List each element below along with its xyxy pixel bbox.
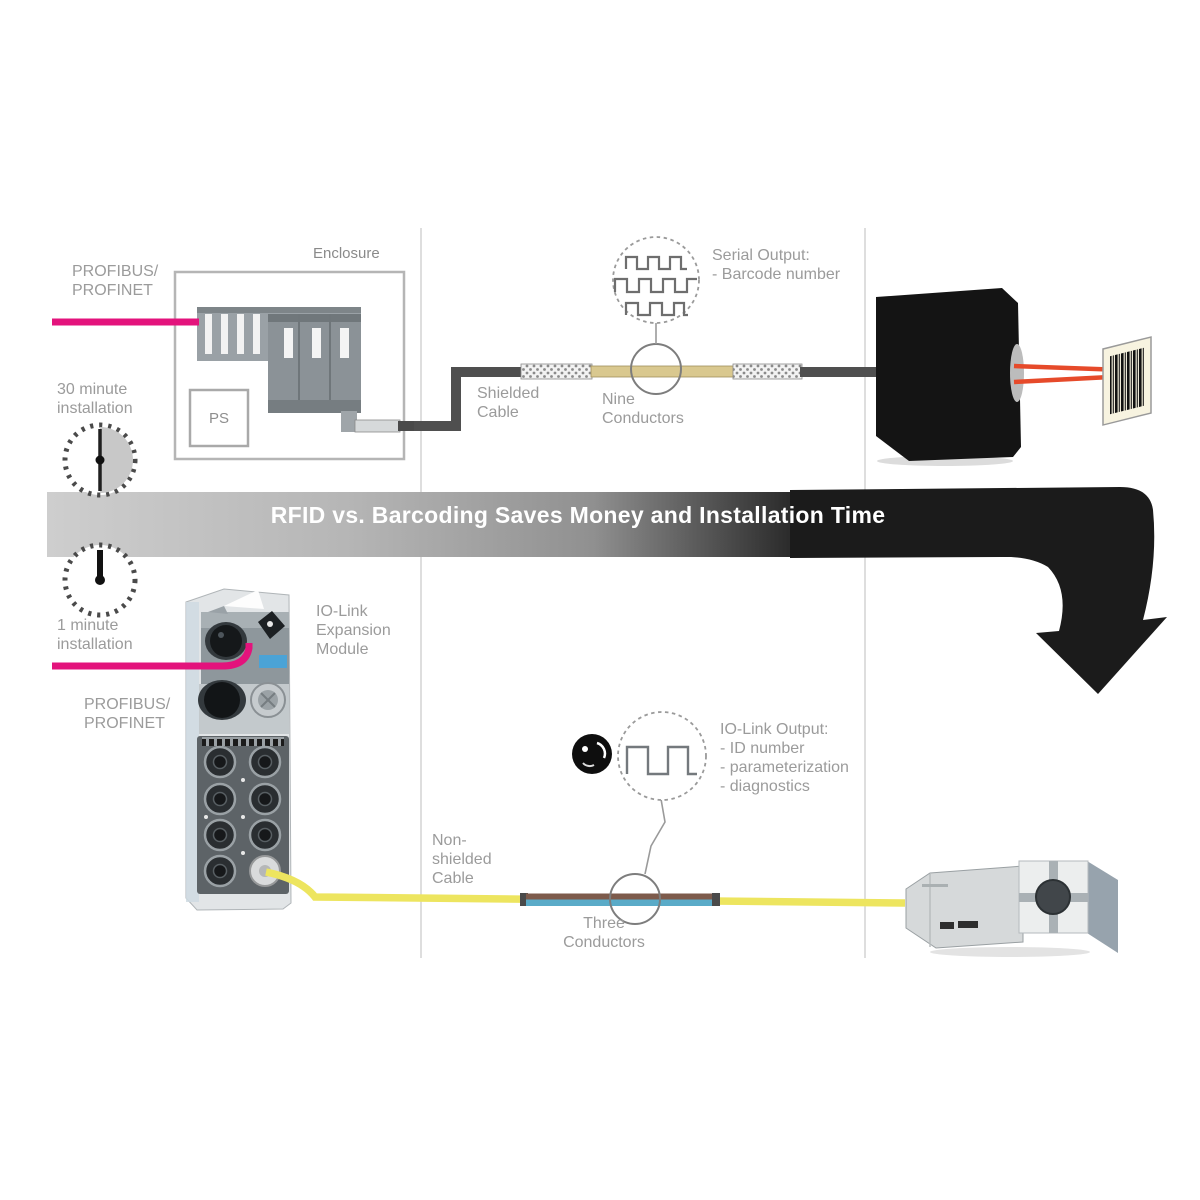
clock-1min-icon [62, 542, 138, 618]
iolink-module [185, 588, 292, 911]
signal-circle-top [612, 236, 700, 324]
shielded-cable-run [341, 363, 878, 433]
flow-arrow [790, 487, 1167, 694]
iolink-port-chip [259, 655, 287, 668]
rfid-antenna-icon [1035, 879, 1071, 915]
label-three-conductors: Three Conductors [563, 915, 645, 951]
iolink-logo-badge [572, 734, 612, 774]
yellow-cable [265, 868, 906, 907]
label-nine-conductors: Nine Conductors [602, 391, 684, 427]
label-fieldbus-bottom: PROFIBUS/ PROFINET [84, 696, 171, 732]
signal-circle-bottom [617, 711, 707, 801]
banner-title: RFID vs. Barcoding Saves Money and Insta… [270, 502, 886, 528]
label-install-time-30: 30 minute installation [57, 381, 133, 417]
label-power-supply: PS [208, 409, 229, 427]
label-iolink-expansion-module: IO-Link Expansion Module [316, 603, 391, 658]
label-iolink-output: IO-Link Output: - ID number - parameteri… [720, 721, 849, 795]
magnifier-circle-bottom [609, 873, 661, 925]
plc-rack [197, 307, 361, 413]
conductor-core [590, 365, 735, 378]
callout-line-bottom [644, 798, 666, 875]
fieldbus-cable-bottom [52, 643, 253, 670]
enclosure-box [173, 270, 406, 461]
braided-shield-right [732, 363, 803, 380]
clock-30min-icon [62, 422, 138, 498]
label-install-time-1: 1 minute installation [57, 617, 133, 653]
label-shielded-cable: Shielded Cable [477, 385, 540, 421]
label-serial-output: Serial Output: - Barcode number [712, 247, 841, 283]
rfid-read-head [905, 860, 1118, 957]
label-enclosure: Enclosure [313, 245, 380, 262]
label-nonshielded-cable: Non- shielded Cable [432, 832, 492, 887]
barcode-label [1102, 336, 1152, 426]
barcode-scanner [876, 288, 1024, 466]
conductor-section-bottom [520, 893, 720, 906]
scanner-lens-icon [1010, 344, 1024, 402]
ps-box [188, 388, 250, 448]
label-fieldbus-top: PROFIBUS/ PROFINET [72, 263, 159, 299]
braided-shield-left [520, 363, 593, 380]
